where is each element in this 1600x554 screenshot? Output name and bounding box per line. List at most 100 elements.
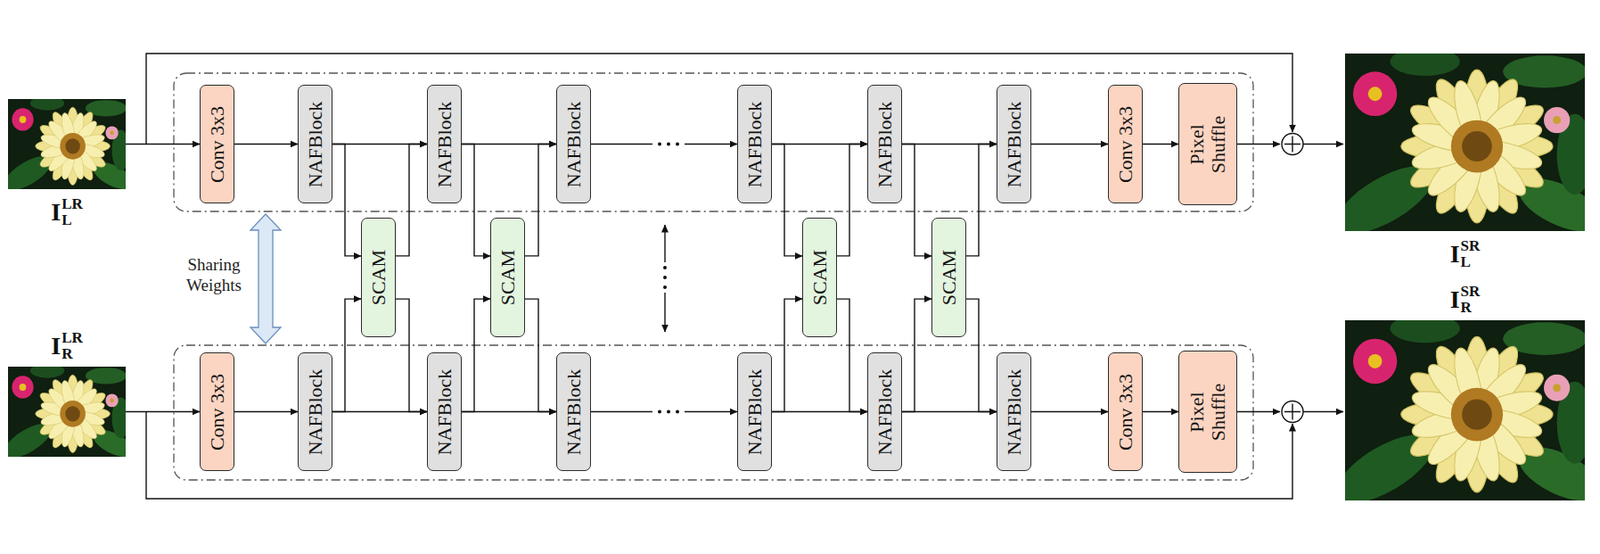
script-stack: LRR — [61, 329, 83, 362]
flower-photo — [1345, 53, 1585, 231]
superscript: SR — [1460, 237, 1481, 255]
box-label: NAFBlock — [743, 368, 765, 455]
sum-symbol — [1281, 133, 1304, 423]
connector — [395, 144, 427, 256]
image-label: ISRR — [1450, 283, 1481, 316]
pixel-shuffle-box: Pixel Shuffle — [1178, 82, 1238, 206]
symbol-letter: I — [1450, 287, 1461, 312]
conv-box: Conv 3x3 — [199, 352, 235, 471]
subscript: R — [61, 345, 83, 362]
box-label: SCAM — [496, 249, 518, 305]
connector — [1142, 143, 1179, 145]
box-label: NAFBlock — [433, 368, 455, 455]
nafblock-box: NAFBlock — [556, 84, 591, 204]
conv-box: Conv 3x3 — [199, 84, 235, 204]
conv-box: Conv 3x3 — [1107, 352, 1143, 471]
box-label: NAFBlock — [1002, 100, 1025, 188]
connector — [525, 298, 557, 411]
box-label: Pixel Shuffle — [1186, 110, 1230, 179]
nafblock-box: NAFBlock — [737, 352, 772, 471]
connector — [395, 298, 427, 411]
superscript: SR — [1460, 283, 1481, 300]
nafblock-box: NAFBlock — [556, 352, 591, 471]
scam-box: SCAM — [490, 217, 526, 337]
connector — [771, 298, 803, 411]
scam-box: SCAM — [931, 217, 967, 337]
connector — [836, 144, 868, 256]
connector — [771, 144, 803, 256]
script-stack: LRL — [61, 196, 83, 229]
nafblock-box: NAFBlock — [867, 84, 903, 204]
box-label: NAFBlock — [433, 100, 455, 188]
box-label: NAFBlock — [1002, 368, 1025, 455]
box-label: SCAM — [937, 249, 960, 305]
connector — [836, 298, 868, 411]
image-label: ISRL — [1450, 237, 1481, 271]
superscript: LR — [61, 196, 83, 213]
box-label: NAFBlock — [562, 100, 584, 188]
flower-photo-content — [8, 366, 126, 457]
scam-box: SCAM — [802, 217, 837, 337]
box-label: NAFBlock — [562, 368, 584, 455]
connector — [966, 298, 997, 411]
script-stack: SRR — [1460, 283, 1481, 316]
nafblock-box: NAFBlock — [996, 352, 1032, 471]
wire — [1237, 410, 1280, 412]
box-label: SCAM — [367, 249, 389, 305]
annotation-text: Sharing Weights — [181, 254, 247, 296]
box-label: Pixel Shuffle — [1186, 377, 1230, 446]
box-label: NAFBlock — [303, 100, 326, 188]
subscript: L — [61, 212, 83, 229]
symbol-letter: I — [1450, 241, 1461, 267]
box-label: NAFBlock — [873, 368, 895, 455]
image-label: ILRL — [50, 196, 83, 229]
ellipsis-dots — [652, 136, 685, 419]
connector — [332, 144, 362, 256]
wire — [1303, 410, 1344, 412]
connector — [902, 298, 932, 411]
image-panel: ISRL — [1345, 53, 1585, 231]
connector — [125, 410, 200, 412]
connector — [234, 143, 298, 145]
box-label: NAFBlock — [873, 100, 895, 188]
branch-panel — [173, 73, 1254, 212]
branch-panel — [173, 344, 1254, 480]
nafblock-box: NAFBlock — [297, 84, 333, 204]
nafblock-box: NAFBlock — [867, 352, 903, 471]
box-label: NAFBlock — [303, 368, 326, 455]
nafblock-box: NAFBlock — [737, 84, 772, 204]
flower-photo — [8, 366, 126, 457]
image-panel: ISRR — [1345, 320, 1585, 501]
box-label: NAFBlock — [743, 100, 765, 188]
connector — [461, 144, 491, 256]
box-label: Conv 3x3 — [1114, 105, 1136, 182]
conv-box: Conv 3x3 — [1107, 84, 1143, 204]
nafblock-box: NAFBlock — [426, 352, 462, 471]
connector — [1031, 143, 1108, 145]
connector — [902, 144, 932, 256]
connector — [1031, 410, 1108, 412]
wire — [1303, 143, 1344, 145]
symbol-letter: I — [50, 333, 61, 359]
wire — [1237, 143, 1280, 145]
flower-photo-content — [1345, 53, 1585, 231]
sharing-arrow — [250, 213, 281, 344]
symbol-letter: I — [50, 199, 61, 225]
flower-photo-content — [8, 98, 126, 189]
connector — [125, 143, 200, 145]
pixel-shuffle-box: Pixel Shuffle — [1178, 350, 1238, 473]
subscript: L — [1460, 254, 1481, 271]
scam-box: SCAM — [361, 217, 396, 337]
box-label: Conv 3x3 — [205, 372, 228, 450]
connector — [234, 410, 298, 412]
flower-photo-content — [1345, 320, 1585, 501]
connector — [966, 144, 997, 256]
image-panel: ILRL — [8, 98, 126, 189]
superscript: LR — [61, 329, 83, 346]
script-stack: SRL — [1460, 237, 1481, 271]
nafblock-box: NAFBlock — [996, 84, 1032, 204]
nafblock-box: NAFBlock — [297, 352, 333, 471]
flower-photo — [8, 98, 126, 189]
connector — [461, 298, 491, 411]
